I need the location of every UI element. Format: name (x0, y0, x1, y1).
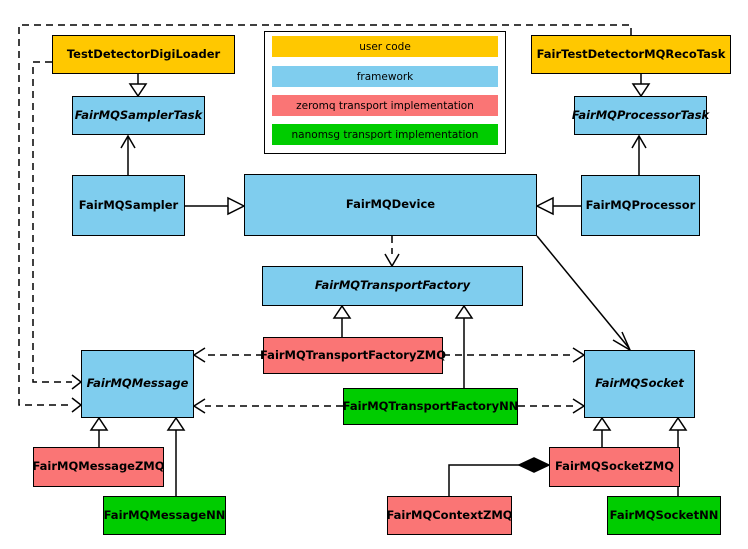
legend-item-framework: framework (272, 66, 498, 87)
class-node-fairmqtransportfactoryzmq-label: FairMQTransportFactoryZMQ (260, 347, 447, 362)
class-node-fairmqprocessor[interactable]: FairMQProcessor (581, 175, 700, 236)
class-node-fairmqtransportfactory-label: FairMQTransportFactory (314, 278, 471, 293)
legend-item-user-code-label: user code (359, 40, 411, 53)
edge-messagezmq-generalizes-message (89, 416, 109, 447)
class-node-fairmqsocketnn-label: FairMQSocketNN (609, 507, 719, 522)
class-node-fairmqprocessor-label: FairMQProcessor (585, 197, 696, 212)
class-node-fairmqdevice-label: FairMQDevice (345, 197, 436, 212)
class-node-testdetectordigiloader[interactable]: TestDetectorDigiLoader (52, 35, 235, 74)
class-node-fairmqsampler-label: FairMQSampler (78, 197, 179, 212)
edge-factorynn-depends-socket (518, 398, 586, 414)
legend-item-zeromq: zeromq transport implementation (272, 95, 498, 116)
class-node-fairmqsocketzmq-label: FairMQSocketZMQ (555, 459, 674, 474)
class-node-fairmqsocket[interactable]: FairMQSocket (584, 350, 695, 418)
edge-contextzmq-composed-in-socketzmq (448, 457, 551, 496)
edge-factoryzmq-depends-message (192, 347, 263, 363)
edge-messagenn-generalizes-message (166, 416, 186, 496)
class-node-fairmqmessagezmq-label: FairMQMessageZMQ (32, 459, 165, 474)
edge-factoryzmq-generalizes-factory (332, 304, 352, 337)
legend-item-framework-label: framework (356, 70, 414, 83)
class-node-fairmqsamplertask-label: FairMQSamplerTask (74, 107, 203, 122)
class-node-fairmqsampler[interactable]: FairMQSampler (72, 175, 185, 236)
edge-factorynn-generalizes-factory (454, 304, 474, 388)
class-node-fairtestdetectormqrecotask[interactable]: FairTestDetectorMQRecoTask (531, 35, 731, 74)
class-node-testdetectordigiloader-label: TestDetectorDigiLoader (66, 46, 221, 61)
class-node-fairmqcontextzmq-label: FairMQContextZMQ (386, 507, 513, 522)
class-node-fairmqmessagenn-label: FairMQMessageNN (103, 507, 226, 522)
edge-socketzmq-generalizes-socket (592, 416, 612, 447)
edge-factorynn-depends-message (192, 398, 343, 414)
class-node-fairmqtransportfactorynn[interactable]: FairMQTransportFactoryNN (343, 388, 518, 425)
edge-processor-generalizes-device (535, 196, 581, 216)
class-node-fairmqmessage-label: FairMQMessage (86, 376, 189, 391)
edge-sampler-to-samplertask (120, 134, 136, 175)
class-node-fairmqmessagezmq[interactable]: FairMQMessageZMQ (32, 447, 165, 487)
class-node-fairmqsocketnn[interactable]: FairMQSocketNN (607, 496, 721, 535)
edge-recotask-generalizes-processortask (631, 74, 651, 98)
class-node-fairmqmessagenn[interactable]: FairMQMessageNN (103, 496, 226, 535)
class-node-fairmqdevice[interactable]: FairMQDevice (244, 174, 537, 236)
edge-sampler-generalizes-device (185, 196, 246, 216)
class-node-fairmqtransportfactoryzmq[interactable]: FairMQTransportFactoryZMQ (260, 337, 447, 374)
class-node-fairmqsamplertask[interactable]: FairMQSamplerTask (72, 96, 205, 135)
class-node-fairmqmessage[interactable]: FairMQMessage (81, 350, 194, 418)
class-node-fairtestdetectormqrecotask-label: FairTestDetectorMQRecoTask (536, 46, 726, 61)
legend-item-zeromq-label: zeromq transport implementation (296, 99, 474, 112)
edge-device-to-socket (536, 235, 632, 352)
class-node-fairmqsocket-label: FairMQSocket (595, 376, 684, 391)
class-node-fairmqprocessortask[interactable]: FairMQProcessorTask (571, 96, 710, 135)
edge-factoryzmq-depends-socket (443, 347, 586, 363)
edge-device-depends-transportfactory (384, 236, 400, 268)
class-node-fairmqcontextzmq[interactable]: FairMQContextZMQ (386, 496, 513, 535)
class-node-fairmqprocessortask-label: FairMQProcessorTask (571, 107, 710, 122)
legend-item-nanomsg-label: nanomsg transport implementation (291, 128, 479, 141)
legend-item-nanomsg: nanomsg transport implementation (272, 124, 498, 145)
edge-processor-to-processortask (631, 134, 647, 175)
legend-item-user-code: user code (272, 36, 498, 57)
class-node-fairmqtransportfactorynn-label: FairMQTransportFactoryNN (342, 398, 519, 413)
class-node-fairmqtransportfactory[interactable]: FairMQTransportFactory (262, 266, 523, 306)
class-node-fairmqsocketzmq[interactable]: FairMQSocketZMQ (549, 447, 680, 487)
edge-digiloader-generalizes-samplertask (128, 74, 148, 98)
